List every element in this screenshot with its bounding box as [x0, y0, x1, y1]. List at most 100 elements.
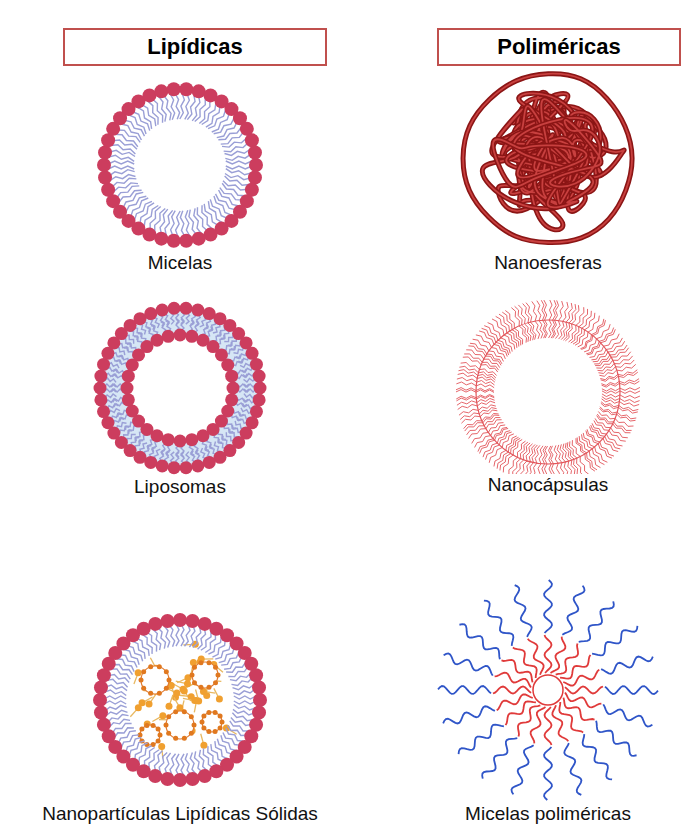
polymer-wall: [494, 450, 506, 466]
polymer-wall: [523, 304, 529, 323]
polymer-wall: [532, 301, 537, 321]
lipid-tail: [221, 735, 237, 751]
lipid-head: [154, 232, 168, 246]
lipid-dot: [158, 743, 165, 750]
polymer-wall: [489, 448, 502, 463]
polymer-wall: [604, 334, 620, 346]
polymer-wall: [560, 444, 565, 462]
polymer-wall: [513, 439, 522, 455]
figure-caption: Micelas poliméricas: [463, 803, 633, 825]
lipid-tail: [231, 678, 252, 686]
lipid-dot: [166, 703, 173, 710]
lipid-tail: [204, 204, 218, 226]
lipid-dot: [201, 725, 206, 730]
polymer-wall: [556, 321, 561, 339]
hydrophilic-block: [596, 721, 636, 756]
lipid-tail: [124, 120, 145, 136]
polymer-wall: [456, 388, 476, 391]
lipid-dot: [164, 723, 169, 728]
lipid-tail: [165, 753, 171, 775]
hydrophobic-block: [563, 698, 594, 720]
lipid-tail: [106, 710, 128, 716]
figure-caption: Nanopartículas Lipídicas Sólidas: [40, 803, 320, 825]
lipid-head: [179, 234, 193, 248]
lipid-tail: [142, 104, 156, 126]
polymer-wall: [573, 328, 582, 344]
lipid-tail: [233, 409, 244, 416]
lipid-dot: [135, 669, 142, 676]
lipid-tail: [152, 99, 163, 123]
category-header: Lipídicas: [63, 28, 327, 66]
polymer-wall: [500, 454, 511, 471]
polymer-wall: [486, 445, 500, 460]
polymer-wall: [599, 370, 616, 376]
lipid-tail: [233, 684, 255, 690]
hydrophobic-block: [563, 670, 599, 686]
lipid-dot: [182, 736, 187, 741]
polymer-wall: [459, 409, 478, 415]
lipid-tail: [116, 360, 127, 367]
lipid-tail: [119, 427, 129, 435]
polymer-wall: [545, 320, 548, 338]
hydrophobic-block: [501, 660, 532, 682]
polymer-wall: [606, 338, 622, 350]
lipid-tail: [139, 746, 152, 764]
hydrophobic-block: [531, 707, 546, 743]
polymer-wall: [620, 395, 640, 398]
figure-caption: Micelas: [146, 252, 214, 274]
lipid-dot: [216, 673, 221, 678]
hydrophobic-block: [528, 639, 544, 675]
lipid-dot: [151, 723, 156, 728]
lipid-tail: [193, 627, 201, 648]
lipid-head: [186, 614, 200, 628]
lipid-tail: [176, 624, 179, 646]
lipid-dot: [167, 678, 172, 683]
polymer-wall: [565, 324, 572, 341]
hydrophobic-block: [559, 702, 583, 732]
polymer-wall: [602, 388, 620, 391]
polymer-wall: [610, 345, 627, 355]
polymer-wall: [593, 352, 608, 362]
polymer-wall: [549, 320, 552, 338]
lipid-tail: [219, 190, 240, 206]
polymer-wall: [620, 398, 640, 402]
lipid-tail: [233, 689, 255, 695]
polymer-chain: [493, 139, 586, 187]
lipid-tail: [216, 194, 237, 210]
lipid-head: [167, 82, 181, 96]
lipid-head: [121, 382, 134, 395]
polymer-wall: [457, 401, 477, 405]
lipid-head: [94, 370, 107, 383]
lipid-dot: [192, 680, 197, 685]
polymer-wall: [473, 339, 489, 351]
lipid-head: [173, 613, 187, 627]
micelle-core: [533, 675, 563, 705]
lipid-dot: [192, 723, 197, 728]
polymer-chain: [550, 120, 601, 187]
category-header: Poliméricas: [437, 28, 681, 66]
header-text: Poliméricas: [497, 34, 621, 60]
polymer-wall: [601, 376, 619, 381]
lipid-tail: [206, 105, 220, 127]
hydrophobic-block: [551, 637, 566, 673]
lipid-tail: [126, 737, 142, 753]
lipid-tail: [121, 735, 139, 748]
lipid-tail: [144, 206, 158, 228]
lipid-dot: [218, 725, 223, 730]
lipid-tail: [215, 741, 228, 759]
lipid-dot: [190, 673, 195, 678]
lipid-tail: [147, 101, 158, 125]
lipid-dot: [206, 710, 211, 715]
lipid-head: [186, 772, 200, 786]
polymer-wall: [592, 449, 604, 465]
hydrophobic-block: [556, 643, 578, 674]
polymer-wall: [618, 372, 638, 377]
polymer-wall: [496, 316, 507, 333]
lipid-tail: [201, 631, 211, 651]
lipid-tail: [212, 332, 220, 341]
polymer-wall: [553, 320, 557, 338]
lipid-head: [142, 88, 156, 102]
lipid-head: [253, 370, 266, 383]
polymer-wall: [522, 325, 529, 342]
lipid-dot: [144, 723, 149, 728]
